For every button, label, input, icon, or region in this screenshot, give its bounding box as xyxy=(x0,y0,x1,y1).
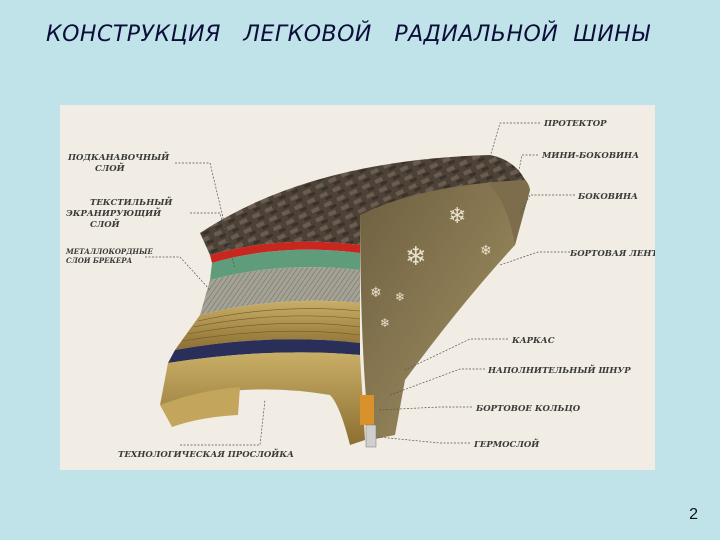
svg-text:❄: ❄ xyxy=(395,290,405,304)
label-karkas: КАРКАС xyxy=(511,336,555,346)
label-bortovaya-lenta: БОРТОВАЯ ЛЕНТА xyxy=(569,249,655,259)
label-tekstilny-1: ТЕКСТИЛЬНЫЙ xyxy=(90,195,173,208)
label-germosloy: ГЕРМОСЛОЙ xyxy=(473,437,540,450)
label-podkanavochny-1: ПОДКАНАВОЧНЫЙ xyxy=(67,150,170,163)
slide-title: КОНСТРУКЦИЯ ЛЕГКОВОЙ РАДИАЛЬНОЙ ШИНЫ xyxy=(46,22,706,47)
label-metallokord-2: СЛОИ БРЕКЕРА xyxy=(66,256,132,265)
svg-text:❄: ❄ xyxy=(480,243,492,259)
label-bokovina: БОКОВИНА xyxy=(577,192,638,202)
svg-text:❄: ❄ xyxy=(405,242,427,272)
label-metallokord-1: МЕТАЛЛОКОРДНЫЕ xyxy=(65,247,153,256)
label-protektor: ПРОТЕКТОР xyxy=(543,119,607,129)
label-tekhnologicheskaya: ТЕХНОЛОГИЧЕСКАЯ ПРОСЛОЙКА xyxy=(118,447,294,460)
page-number: 2 xyxy=(689,506,698,524)
label-mini-bokovina: МИНИ-БОКОВИНА xyxy=(541,151,639,161)
svg-text:❄: ❄ xyxy=(380,316,390,330)
sidewall-region xyxy=(360,175,530,440)
tire-cross-section-diagram: ❄ ❄ ❄ ❄ ❄ ❄ xyxy=(60,105,655,470)
label-bortovoe-koltso: БОРТОВОЕ КОЛЬЦО xyxy=(475,404,581,414)
tire-illustration: ❄ ❄ ❄ ❄ ❄ ❄ xyxy=(60,105,655,470)
svg-text:❄: ❄ xyxy=(370,285,382,301)
label-napolnitelny: НАПОЛНИТЕЛЬНЫЙ ШНУР xyxy=(487,363,631,376)
bead-ring xyxy=(360,395,374,425)
bead-filler xyxy=(366,425,376,447)
svg-text:❄: ❄ xyxy=(448,204,466,229)
